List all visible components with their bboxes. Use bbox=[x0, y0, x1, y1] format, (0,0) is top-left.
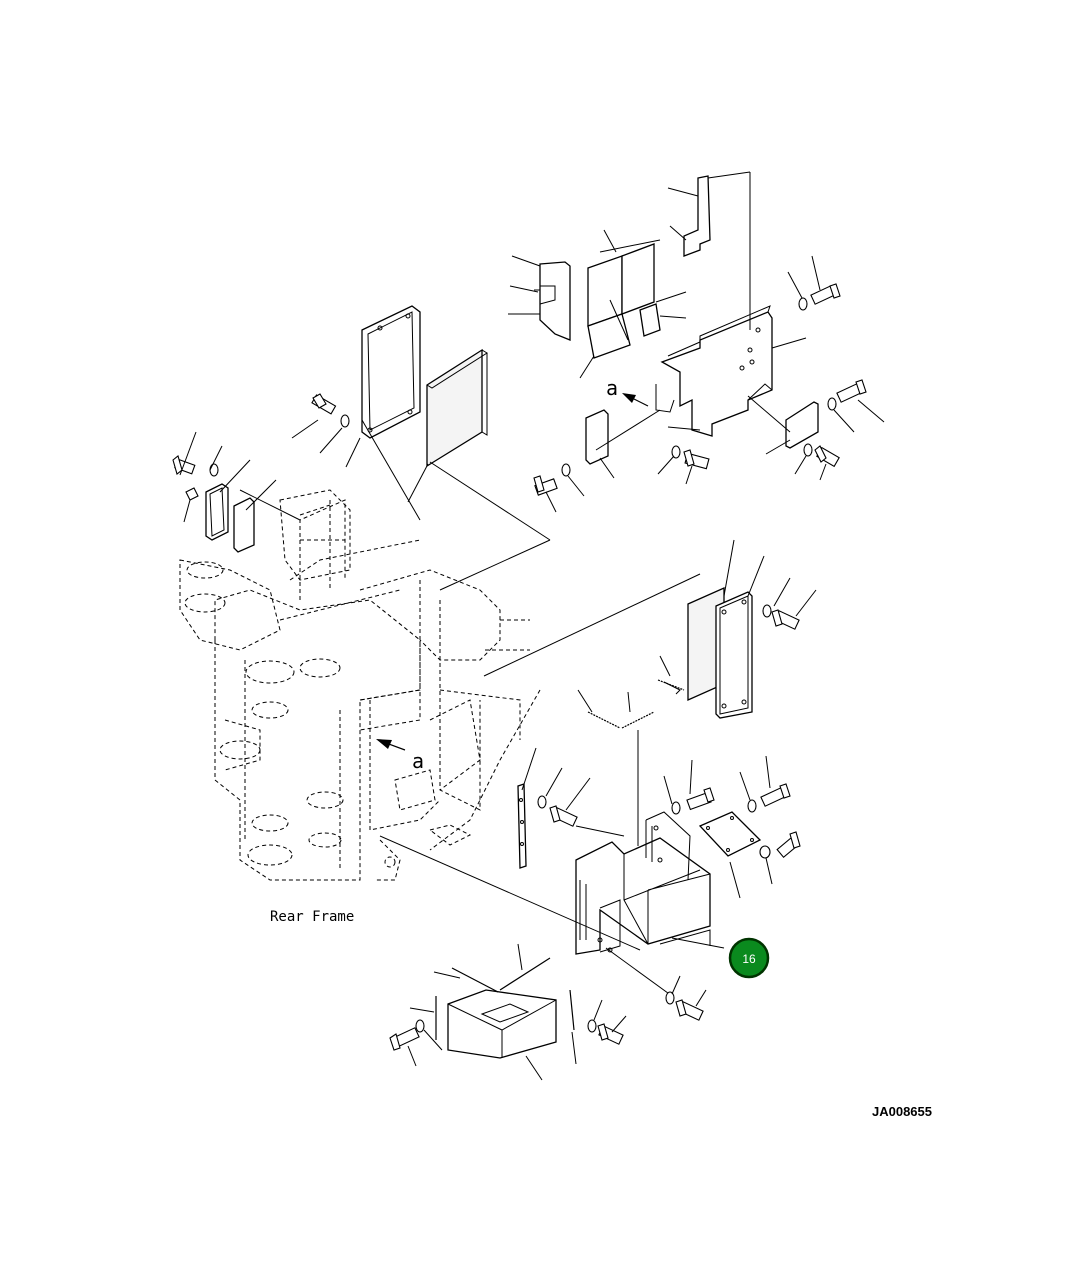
left-cover-panels bbox=[361, 305, 551, 591]
svg-text:a: a bbox=[412, 749, 424, 773]
left-side-parts bbox=[172, 431, 301, 553]
side-strip-parts bbox=[517, 747, 625, 869]
view-arrow-lower: a bbox=[376, 739, 424, 773]
upper-left-bolts bbox=[291, 393, 429, 503]
callout-circle[interactable] bbox=[728, 937, 770, 979]
rear-frame-assembly bbox=[179, 489, 541, 881]
callout-number[interactable]: 16 bbox=[742, 952, 756, 966]
lower-box-bolts bbox=[663, 755, 801, 1021]
svg-text:a: a bbox=[606, 376, 618, 400]
middle-cover-panels bbox=[483, 539, 817, 846]
frame-label: Rear Frame bbox=[270, 909, 354, 925]
drawing-reference-code: JA008655 bbox=[872, 1104, 932, 1119]
bottom-tray-assembly bbox=[389, 943, 627, 1081]
lower-cover-box-assembly bbox=[379, 811, 762, 997]
callout-16[interactable]: 16 bbox=[728, 937, 770, 979]
upper-right-bolts bbox=[508, 187, 885, 513]
view-arrow-upper: a bbox=[606, 376, 649, 407]
upper-cover-assembly bbox=[534, 171, 819, 465]
